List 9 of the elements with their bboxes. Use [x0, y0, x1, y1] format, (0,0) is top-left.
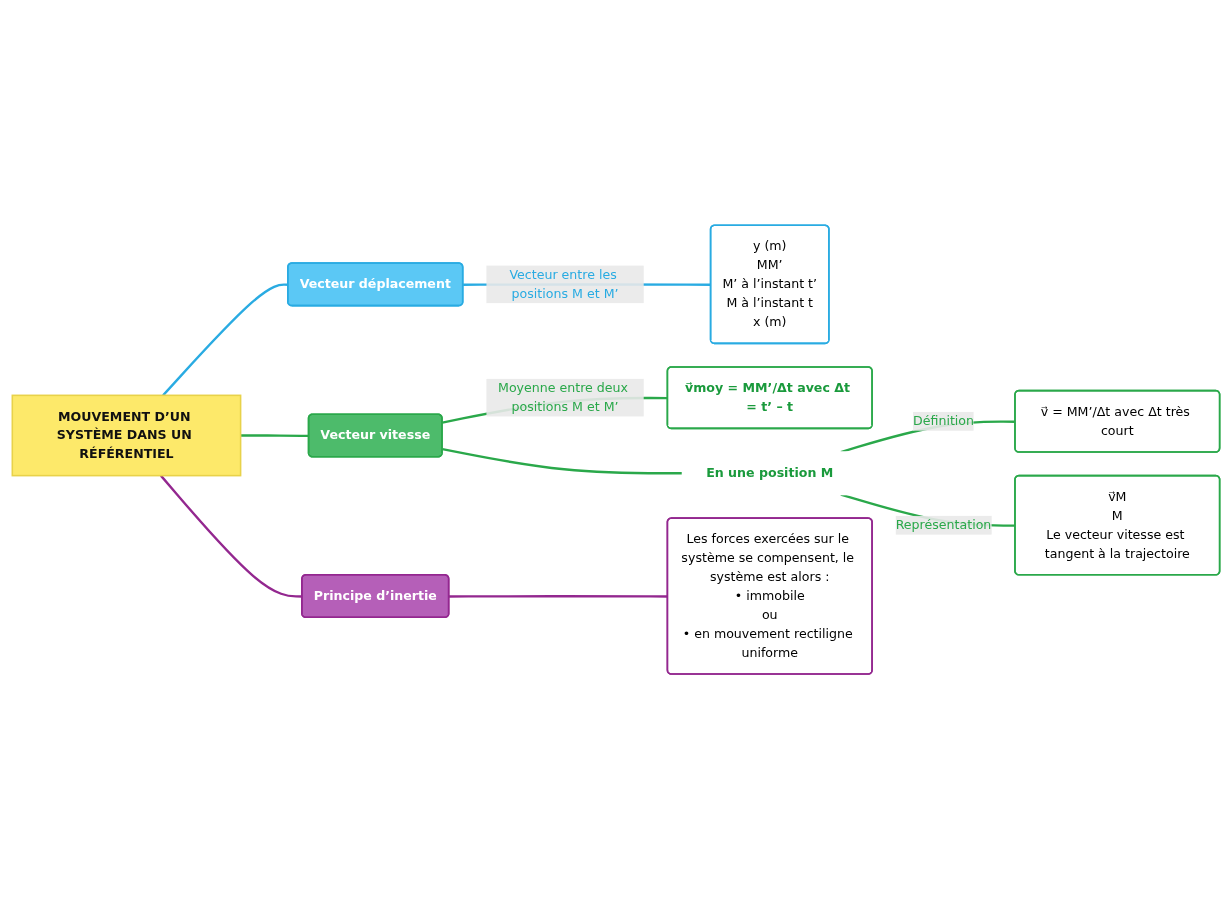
- edge-label: Vecteur entre les positions M et M’: [509, 266, 619, 301]
- connector: [449, 594, 668, 598]
- edge-label: Moyenne entre deux positions M et M’: [498, 380, 629, 415]
- edge-label: Représentation: [895, 517, 992, 533]
- connector: [442, 447, 683, 475]
- node-text: En une position M: [706, 465, 834, 481]
- edge-label: Définition: [913, 413, 975, 429]
- node-box: MOUVEMENT D’UN SYSTÈME DANS UN RÉFÉRENTIEL: [11, 394, 242, 477]
- connector: [240, 434, 309, 437]
